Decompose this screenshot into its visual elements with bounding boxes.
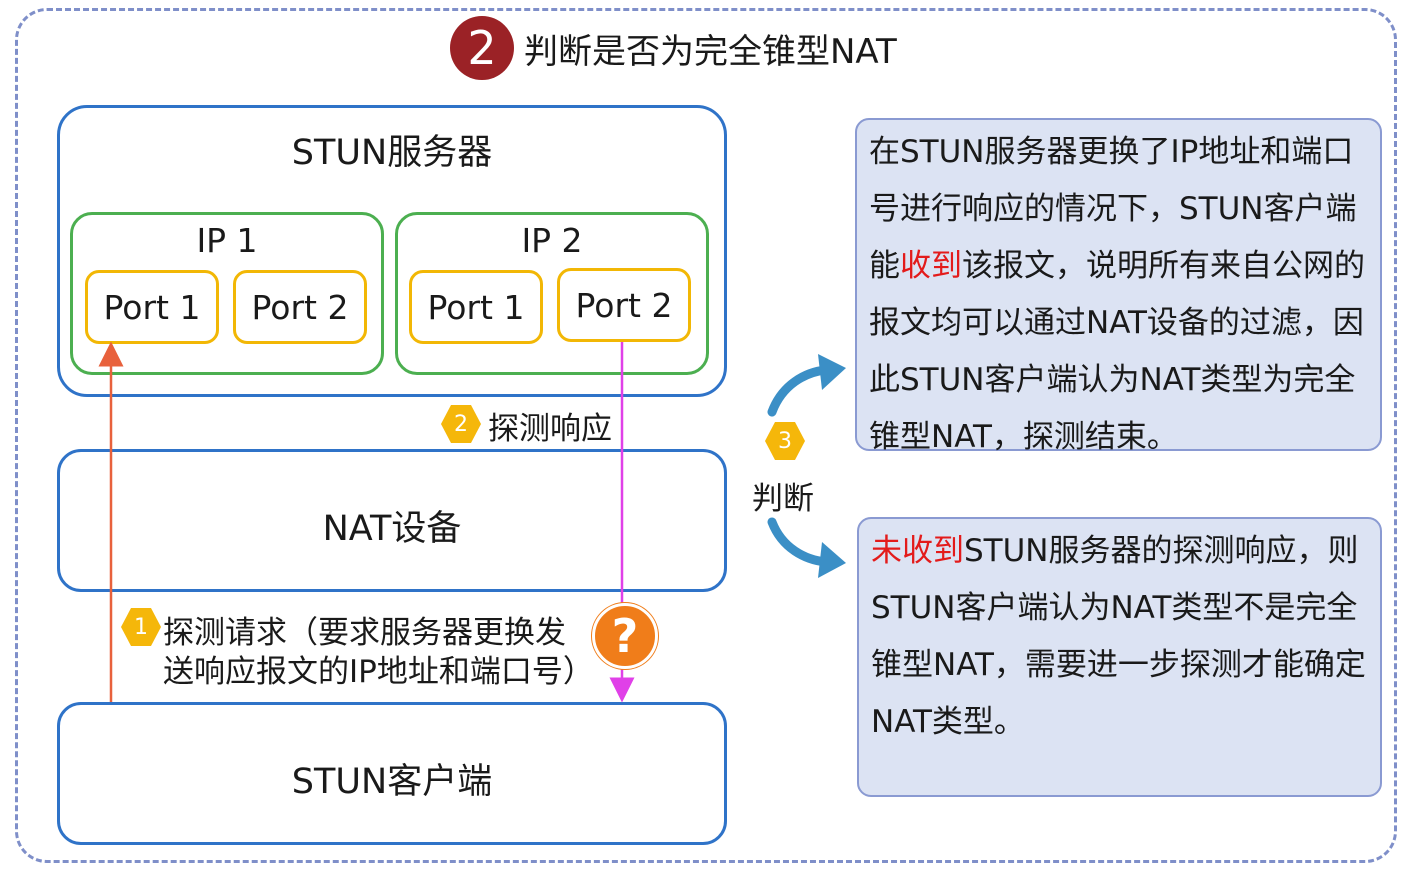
step1-line2: 送响应报文的IP地址和端口号）: [163, 654, 594, 690]
step2-number: 2: [454, 411, 468, 437]
step2-label: 探测响应: [488, 411, 612, 447]
outer-dashed-frame: [15, 8, 1397, 863]
nat-device-label: NAT设备: [322, 509, 462, 549]
step1-number: 1: [134, 614, 148, 640]
ip1-port2: Port 2: [233, 270, 367, 344]
question-symbol: ?: [611, 609, 639, 663]
curved-arrow-up-icon: [767, 354, 846, 417]
ip2-port2: Port 2: [557, 268, 691, 342]
step2-badge-icon: 2: [440, 403, 482, 445]
curved-arrow-down-icon: [767, 517, 846, 578]
step3-badge-icon: 3: [764, 420, 806, 462]
diagram-title: 2 判断是否为完全锥型NAT: [450, 14, 897, 82]
step3-number: 3: [778, 428, 792, 454]
nat-device-box: NAT设备: [57, 449, 727, 592]
note-bottom: 未收到STUN服务器的探测响应，则STUN客户端认为NAT类型不是完全锥型NAT…: [857, 517, 1382, 797]
ip1-label: IP 1: [196, 221, 258, 260]
stun-client-box: STUN客户端: [57, 702, 727, 845]
note-bottom-highlight: 未收到: [871, 533, 964, 569]
step1-line1: 探测请求（要求服务器更换发: [163, 615, 566, 651]
note-top: 在STUN服务器更换了IP地址和端口号进行响应的情况下，STUN客户端能收到该报…: [855, 118, 1382, 455]
ip2-label: IP 2: [521, 221, 583, 260]
step1-badge-icon: 1: [120, 606, 162, 648]
question-circle-icon: ?: [592, 603, 658, 669]
note-top-highlight: 收到: [900, 248, 962, 284]
note-top-part1: 在STUN服务器更换了IP地址和端口号进行响应的情况下，STUN客户端能: [869, 134, 1357, 284]
title-text: 判断是否为完全锥型NAT: [524, 31, 897, 72]
note-bottom-part2: STUN服务器的探测响应，则STUN客户端认为NAT类型不是完全锥型NAT，需要…: [871, 533, 1366, 740]
stun-client-label: STUN客户端: [291, 762, 493, 802]
note-top-part2: 该报文，说明所有来自公网的报文均可以通过NAT设备的过滤，因此STUN客户端认为…: [869, 248, 1365, 455]
stun-server-label: STUN服务器: [291, 133, 493, 173]
title-step-circle: 2: [450, 16, 514, 80]
ip2-port1: Port 1: [409, 270, 543, 344]
step3-label: 判断: [752, 481, 814, 517]
ip1-port1: Port 1: [85, 270, 219, 344]
